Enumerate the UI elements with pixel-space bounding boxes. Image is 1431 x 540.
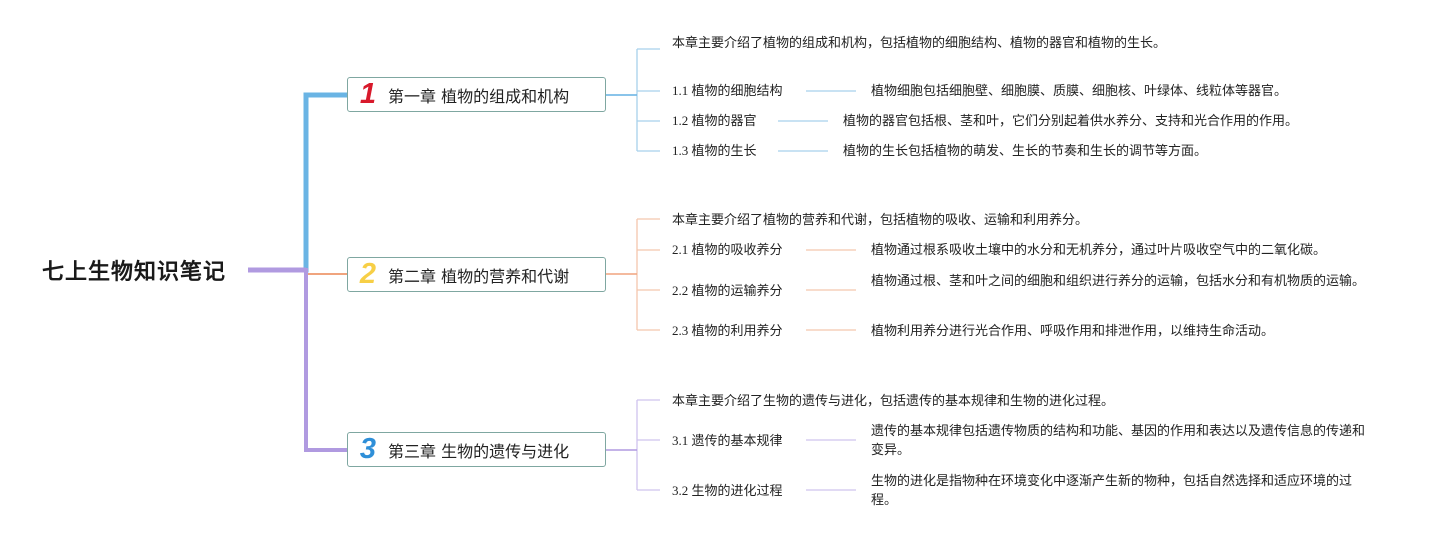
section-2-1-detail[interactable]: 植物通过根系吸收土壤中的水分和无机养分，通过叶片吸收空气中的二氧化碳。	[871, 242, 1327, 257]
section-1-3-label[interactable]: 1.3 植物的生长	[672, 143, 757, 158]
chapter-3-summary[interactable]: 本章主要介绍了生物的遗传与进化，包括遗传的基本规律和生物的进化过程。	[672, 393, 1115, 408]
root-topic[interactable]: 七上生物知识笔记	[42, 260, 227, 285]
chapter-3-node[interactable]: 3 第三章 生物的遗传与进化	[347, 432, 606, 467]
section-3-2-label[interactable]: 3.2 生物的进化过程	[672, 483, 783, 498]
section-2-2-label[interactable]: 2.2 植物的运输养分	[672, 283, 783, 298]
section-1-2-label[interactable]: 1.2 植物的器官	[672, 113, 757, 128]
chapter-2-branches	[636, 218, 856, 331]
chapter-3-title: 第三章 生物的遗传与进化	[388, 441, 570, 461]
section-3-2-detail[interactable]: 生物的进化是指物种在环境变化中逐渐产生新的物种，包括自然选择和适应环境的过程。	[871, 473, 1353, 507]
section-3-1-label[interactable]: 3.1 遗传的基本规律	[672, 433, 783, 448]
chapter-2-node[interactable]: 2 第二章 植物的营养和代谢	[347, 257, 606, 292]
chapter-2-summary[interactable]: 本章主要介绍了植物的营养和代谢，包括植物的吸收、运输和利用养分。	[672, 212, 1089, 227]
chapter-3-number: 3	[359, 433, 377, 465]
section-1-1-detail[interactable]: 植物细胞包括细胞壁、细胞膜、质膜、细胞核、叶绿体、线粒体等器官。	[871, 83, 1288, 98]
section-1-1-label[interactable]: 1.1 植物的细胞结构	[672, 83, 783, 98]
section-1-3-detail[interactable]: 植物的生长包括植物的萌发、生长的节奏和生长的调节等方面。	[843, 143, 1208, 158]
root-link-chapter-3	[248, 268, 347, 452]
chapter-1-branches	[606, 48, 856, 152]
chapter-1-number: 1	[359, 78, 377, 110]
section-1-2-detail[interactable]: 植物的器官包括根、茎和叶，它们分别起着供水养分、支持和光合作用的作用。	[843, 113, 1299, 128]
section-2-2-detail[interactable]: 植物通过根、茎和叶之间的细胞和组织进行养分的运输，包括水分和有机物质的运输。	[871, 273, 1366, 288]
section-2-3-detail[interactable]: 植物利用养分进行光合作用、呼吸作用和排泄作用，以维持生命活动。	[871, 323, 1275, 338]
section-3-1-detail[interactable]: 遗传的基本规律包括遗传物质的结构和功能、基因的作用和表达以及遗传信息的传递和变异…	[871, 423, 1366, 457]
chapter-1-summary[interactable]: 本章主要介绍了植物的组成和机构，包括植物的细胞结构、植物的器官和植物的生长。	[672, 35, 1167, 50]
root-link-chapter-1	[248, 92, 347, 273]
chapter-1-title: 第一章 植物的组成和机构	[388, 86, 570, 106]
chapter-2-title: 第二章 植物的营养和代谢	[388, 266, 570, 286]
section-2-3-label[interactable]: 2.3 植物的利用养分	[672, 323, 783, 338]
section-2-1-label[interactable]: 2.1 植物的吸收养分	[672, 242, 783, 257]
chapter-2-number: 2	[359, 258, 377, 290]
chapter-1-node[interactable]: 1 第一章 植物的组成和机构	[347, 77, 606, 112]
chapter-3-branches	[636, 399, 856, 491]
